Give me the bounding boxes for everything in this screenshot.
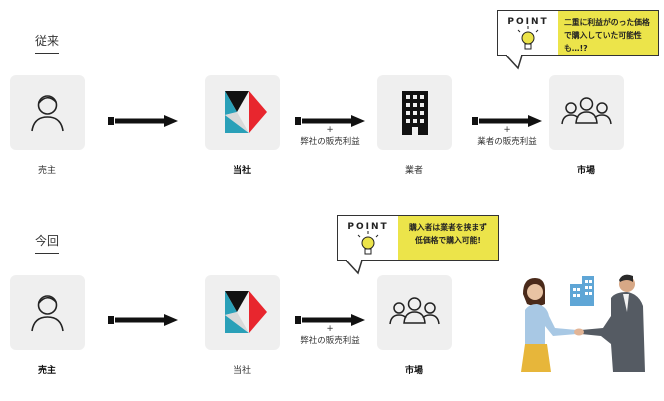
seller-label-2: 売主 xyxy=(37,366,56,376)
dealer-box xyxy=(377,75,452,150)
person-icon xyxy=(31,295,64,332)
company-label: 当社 xyxy=(232,166,251,176)
seller-box-2 xyxy=(10,275,85,350)
point-callout-1: POINT 二重に利益がのった価格 で購入していた可能性も…!? xyxy=(497,10,659,56)
company-label-2: 当社 xyxy=(232,366,251,376)
arrow-seller-to-company-2 xyxy=(108,312,178,331)
market-box-2 xyxy=(377,275,452,350)
callout-tail-2 xyxy=(346,260,363,275)
section-title-before: 従来 xyxy=(35,32,60,54)
seller-label: 売主 xyxy=(37,166,56,176)
market-label-2: 市場 xyxy=(404,366,423,376)
company-logo xyxy=(225,291,267,333)
company-box xyxy=(205,75,280,150)
point-title: POINT xyxy=(347,222,389,232)
point-callout-2: POINT 購入者は業者を挟まず 低価格で購入可能! xyxy=(337,215,499,261)
market-label: 市場 xyxy=(576,166,595,176)
woman-figure xyxy=(521,278,577,372)
man-figure xyxy=(581,274,645,372)
company-logo xyxy=(225,91,267,133)
seller-box xyxy=(10,75,85,150)
arrow-company-to-dealer xyxy=(295,113,365,132)
market-box xyxy=(549,75,624,150)
building-icon xyxy=(570,276,594,306)
handshake-illustration xyxy=(521,274,645,372)
lightbulb-icon xyxy=(517,26,539,50)
dealer-profit-note: + 業者の販売利益 xyxy=(477,125,537,147)
arrow-seller-to-company xyxy=(108,113,178,132)
group-icon xyxy=(561,97,612,125)
callout-tail-1 xyxy=(506,55,523,70)
point-title: POINT xyxy=(507,17,549,27)
section-title-now: 今回 xyxy=(35,232,60,254)
company-profit-note: + 弊社の販売利益 xyxy=(300,125,360,147)
person-icon xyxy=(31,95,64,132)
arrow-company-to-market-2 xyxy=(295,312,365,331)
handshake xyxy=(574,328,584,336)
company-box-2 xyxy=(205,275,280,350)
company-profit-note-2: + 弊社の販売利益 xyxy=(300,324,360,346)
lightbulb-icon xyxy=(357,231,379,255)
group-icon xyxy=(389,297,440,325)
arrow-dealer-to-market xyxy=(472,113,542,132)
dealer-label: 業者 xyxy=(404,166,423,176)
building-icon xyxy=(402,91,428,135)
